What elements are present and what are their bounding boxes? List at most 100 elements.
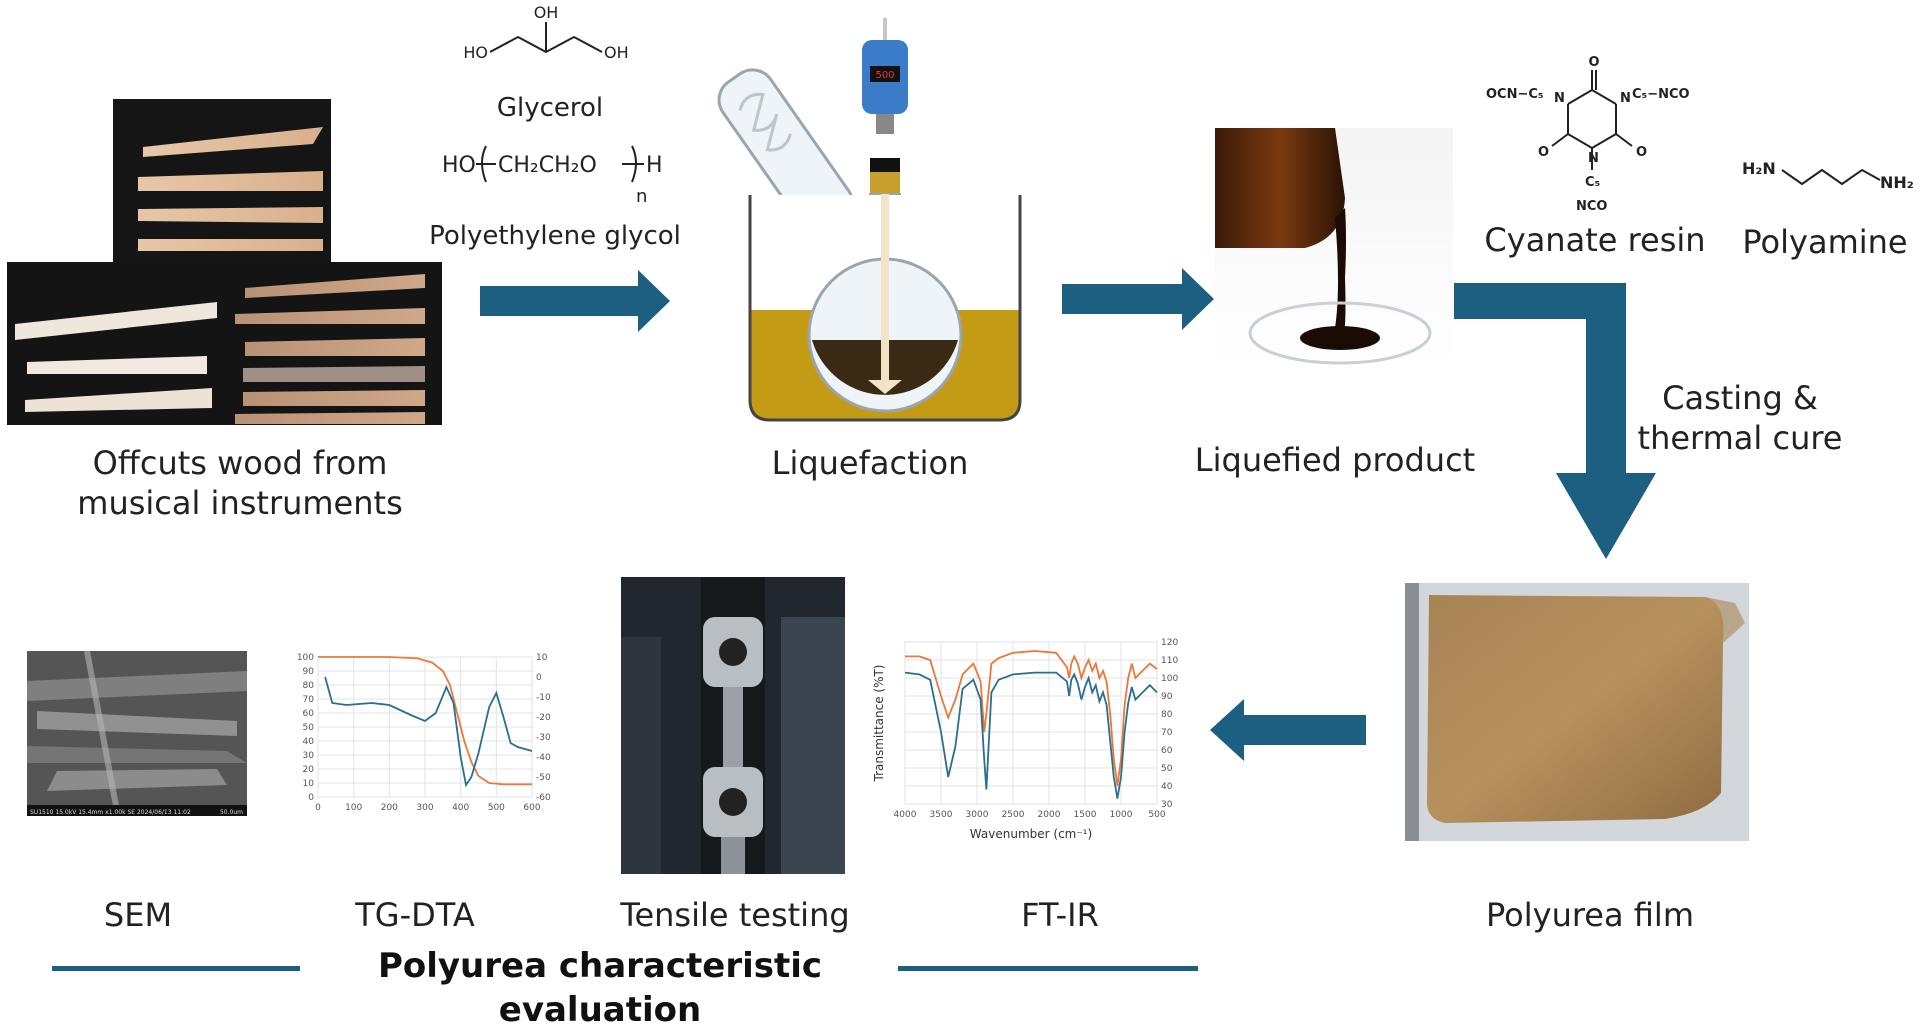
cyanate-o-right: O xyxy=(1636,145,1647,160)
arrow-shape xyxy=(480,270,670,332)
tg-x-tick-label: 300 xyxy=(416,803,433,813)
ir-x-tick-label: 1000 xyxy=(1110,810,1133,820)
tg-y-right-tick-label: -60 xyxy=(536,793,551,803)
ir-x-axis-label: Wavenumber (cm⁻¹) xyxy=(970,827,1092,841)
tg-y-left-tick-label: 100 xyxy=(297,653,314,663)
cyanate-c5-bottom: C₅ xyxy=(1585,175,1600,190)
tensile-photo xyxy=(621,577,845,874)
glycerol-oh-right: OH xyxy=(604,43,629,62)
peg-structure: HO CH₂CH₂O H n xyxy=(442,145,663,207)
tg-y-left-tick-label: 70 xyxy=(303,695,315,705)
film-label: Polyurea film xyxy=(1486,896,1694,934)
polyamine-structure: H₂N NH₂ xyxy=(1742,159,1914,192)
tg-series-tg-line xyxy=(318,656,532,786)
wood-photo-top xyxy=(113,99,331,262)
tg-x-tick-label: 100 xyxy=(345,803,362,813)
wood-photo-bottom-right xyxy=(225,262,442,425)
arrow-down-l xyxy=(1454,283,1656,559)
wood-photo-bottom-left xyxy=(7,262,225,425)
glycerol-label: Glycerol xyxy=(496,93,604,123)
glycerol-structure: OH HO OH xyxy=(463,3,629,62)
ir-x-tick-label: 2000 xyxy=(1038,810,1061,820)
ir-y-tick-label: 90 xyxy=(1161,692,1173,702)
ir-y-tick-label: 70 xyxy=(1161,728,1173,738)
tg-y-left-tick-label: 10 xyxy=(303,779,315,789)
peg-label: Polyethylene glycol xyxy=(429,221,681,251)
peg-n: n xyxy=(636,186,647,207)
cyanate-resin-structure: O N N N O O OCN−C₅ C₅−NCO C₅ NCO xyxy=(1486,55,1690,214)
ir-y-tick-label: 40 xyxy=(1161,782,1173,792)
arrow-right-1 xyxy=(480,270,670,332)
polyurea-film-photo xyxy=(1405,583,1749,841)
ir-series-blue-line xyxy=(904,671,1158,799)
peg-repeat-unit: CH₂CH₂O xyxy=(498,153,597,178)
ir-x-tick-label: 3000 xyxy=(966,810,989,820)
polyamine-label: Polyamine xyxy=(1742,223,1908,261)
cyanate-label: Cyanate resin xyxy=(1484,221,1706,259)
tg-y-left-tick-label: 50 xyxy=(303,723,315,733)
sem-caption: SU1510 15.0kV 15.4mm x1.00k SE 2024/06/1… xyxy=(30,809,191,816)
cyanate-n-2: N xyxy=(1554,91,1565,106)
ir-y-tick-label: 120 xyxy=(1161,638,1178,648)
tg-y-left-tick-label: 80 xyxy=(303,681,315,691)
casting-line1: Casting & xyxy=(1662,379,1818,417)
tg-x-tick-label: 0 xyxy=(315,803,321,813)
ir-y-tick-label: 80 xyxy=(1161,710,1173,720)
arrow-shape xyxy=(1210,699,1366,761)
cyanate-ocn-left: OCN−C₅ xyxy=(1486,87,1544,102)
tg-y-right-tick-label: -10 xyxy=(536,693,551,703)
tg-x-tick-label: 200 xyxy=(381,803,398,813)
casting-line2: thermal cure xyxy=(1637,419,1843,457)
ir-x-tick-label: 3500 xyxy=(930,810,953,820)
tg-x-tick-label: 500 xyxy=(488,803,505,813)
arrow-left xyxy=(1210,699,1366,761)
ftir-label: FT-IR xyxy=(1021,896,1099,934)
tg-y-left-tick-label: 30 xyxy=(303,751,315,761)
tg-y-right-tick-label: 0 xyxy=(536,673,542,683)
tg-series-dta-line xyxy=(324,676,533,788)
tg-x-tick-label: 400 xyxy=(452,803,469,813)
ir-x-tick-label: 1500 xyxy=(1074,810,1097,820)
stirrer-display: 500 xyxy=(875,70,894,81)
ir-y-tick-label: 50 xyxy=(1161,764,1173,774)
ir-x-tick-label: 4000 xyxy=(894,810,917,820)
ir-y-tick-label: 100 xyxy=(1161,674,1178,684)
sem-photo: SU1510 15.0kV 15.4mm x1.00k SE 2024/06/1… xyxy=(27,651,247,816)
liquefaction-label: Liquefaction xyxy=(771,444,969,482)
tgdta-label: TG-DTA xyxy=(355,896,475,934)
arrow-shape xyxy=(1062,268,1214,330)
ir-y-tick-label: 110 xyxy=(1161,656,1178,666)
ir-x-tick-label: 500 xyxy=(1148,810,1165,820)
cyanate-nco-bottom: NCO xyxy=(1576,199,1607,214)
ir-plot-area xyxy=(904,641,1158,805)
tg-y-right-tick-label: -40 xyxy=(536,753,551,763)
peg-ho: HO xyxy=(442,153,476,178)
liquefied-product-photo xyxy=(1215,128,1453,366)
glycerol-oh-top: OH xyxy=(534,3,559,22)
ir-series-orange-line xyxy=(905,650,1158,787)
cyanate-n-3: N xyxy=(1588,151,1599,166)
polyamine-nh2: NH₂ xyxy=(1880,173,1914,192)
tg-y-right-tick-label: 10 xyxy=(536,653,548,663)
tensile-label: Tensile testing xyxy=(620,896,850,934)
glycerol-ho-left: HO xyxy=(463,43,488,62)
wood-label-line1: Offcuts wood from xyxy=(92,444,388,482)
liquefaction-apparatus: 500 xyxy=(717,18,1022,422)
ir-y-tick-label: 60 xyxy=(1161,746,1173,756)
cyanate-nco-right: C₅−NCO xyxy=(1632,87,1690,102)
tg-y-right-tick-label: -50 xyxy=(536,773,551,783)
liquefied-label: Liquefied product xyxy=(1194,441,1476,479)
tg-y-left-tick-label: 20 xyxy=(303,765,315,775)
evaluation-line-right xyxy=(898,966,1198,971)
tg-x-tick-label: 600 xyxy=(523,803,540,813)
tg-y-left-tick-label: 90 xyxy=(303,667,315,677)
tg-y-right-tick-label: -30 xyxy=(536,733,551,743)
sem-scale: 50.0um xyxy=(220,809,243,816)
ir-y-axis-label: Transmittance (%T) xyxy=(872,665,886,783)
wood-label-line2: musical instruments xyxy=(77,484,403,522)
evaluation-line-left xyxy=(52,966,300,971)
evaluation-title: Polyurea characteristic evaluation xyxy=(377,946,823,1030)
cyanate-n-1: N xyxy=(1620,91,1631,106)
